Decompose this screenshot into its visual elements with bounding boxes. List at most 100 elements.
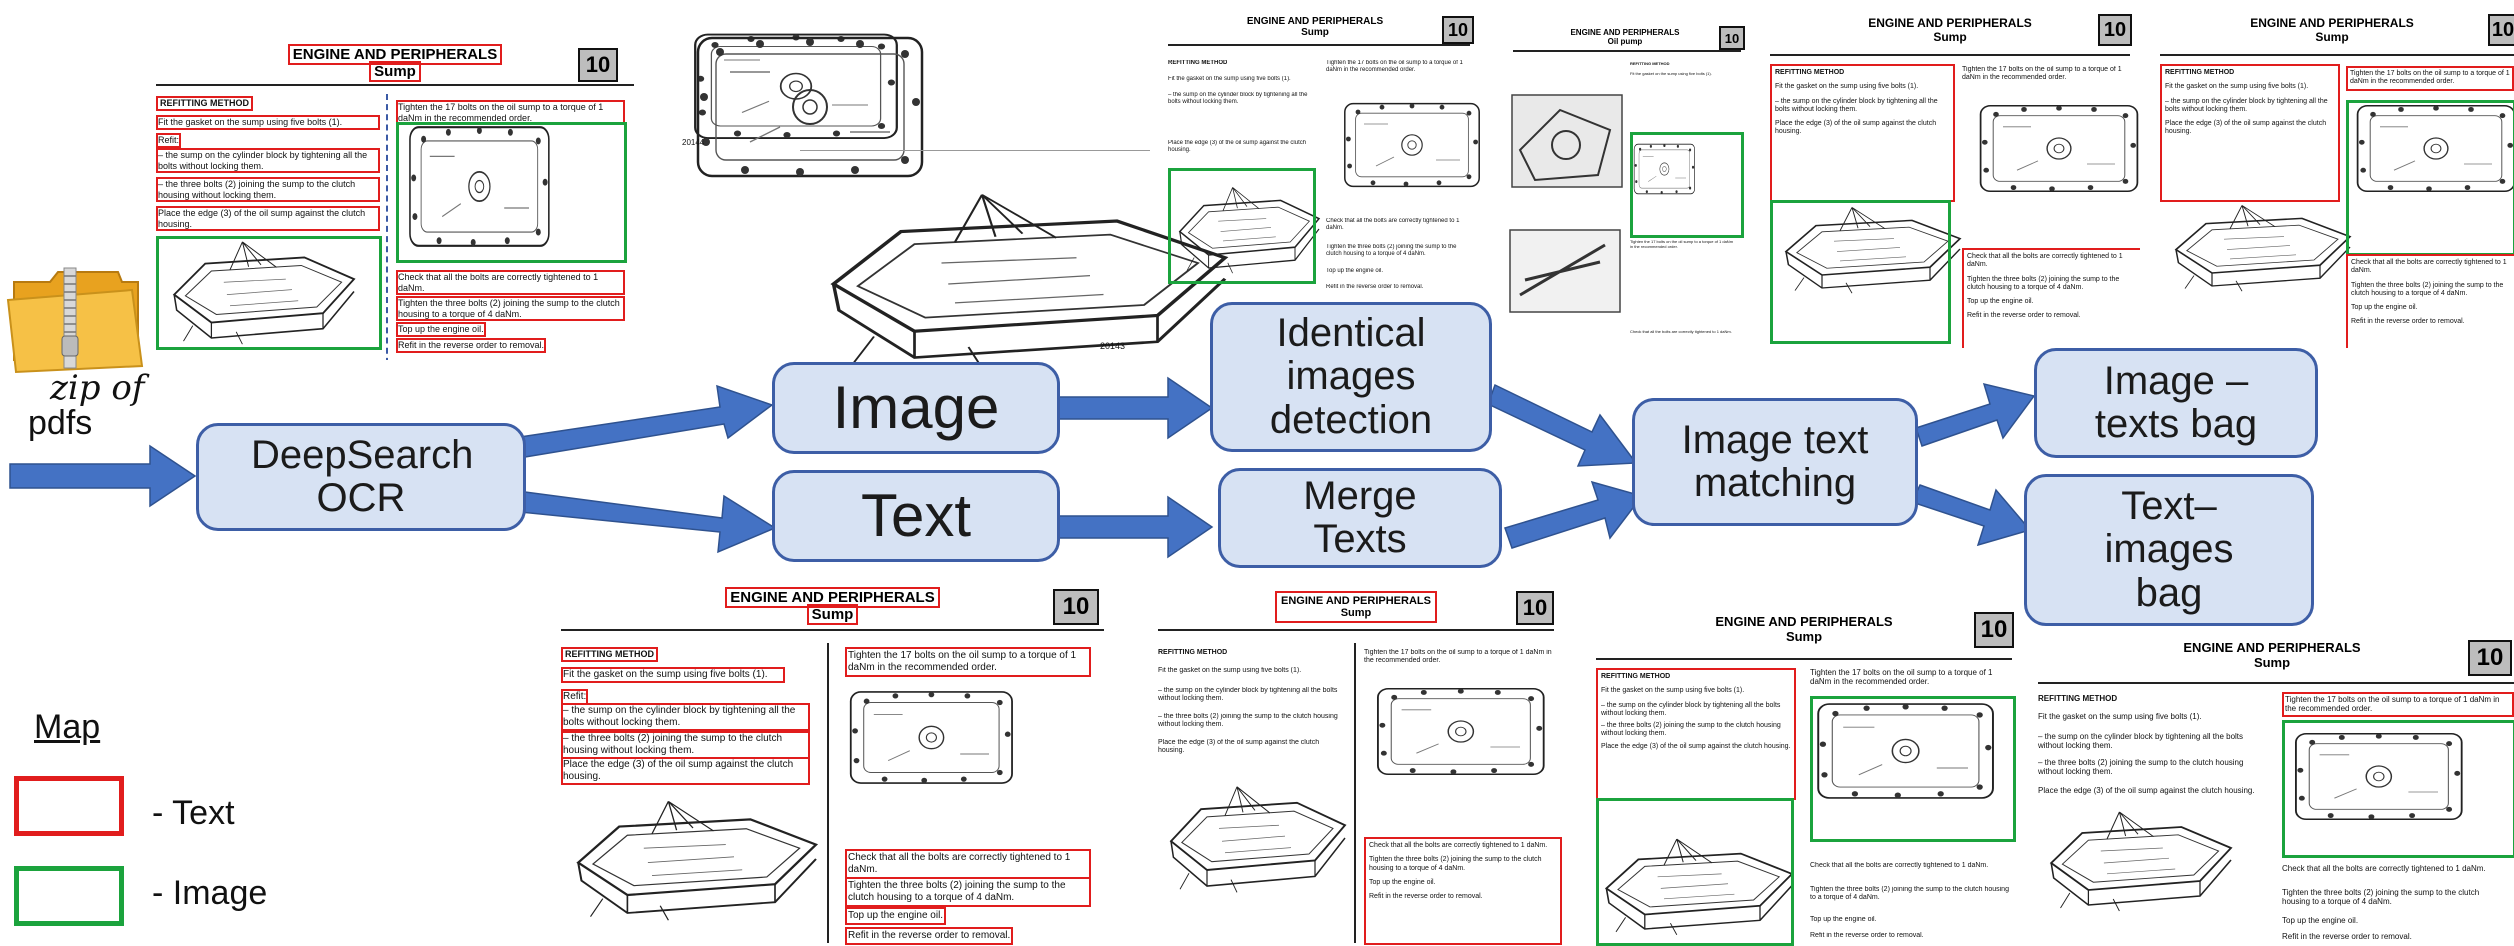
text-method: REFITTING METHOD <box>1168 60 1228 66</box>
text-method-block: REFITTING METHOD Fit the gasket on the s… <box>1770 64 1955 202</box>
text-fit: Fit the gasket on the sump using five bo… <box>1168 76 1291 82</box>
node-image-text-matching: Image text matching <box>1632 398 1918 526</box>
text-check: Check that all the bolts are correctly t… <box>396 270 625 296</box>
text-fit: Fit the gasket on the sump using five bo… <box>1630 72 1712 76</box>
image-region <box>1168 168 1316 284</box>
node-text: Text <box>772 470 1060 562</box>
text-place: Place the edge (3) of the oil sump again… <box>2165 120 2327 136</box>
text-topup: Top up the engine oil. <box>1810 916 1877 923</box>
node-merge-texts: Merge Texts <box>1218 468 1502 568</box>
text-reverse: Refit in the reverse order to removal. <box>1810 932 1924 939</box>
text-place: Place the edge (3) of the oil sump again… <box>561 757 810 785</box>
text-fit: Fit the gasket on the sump using five bo… <box>156 115 380 130</box>
node-text-images-bag: Text– images bag <box>2024 474 2314 626</box>
text-check-block: Check that all the bolts are correctly t… <box>2346 254 2514 348</box>
page-preview-3: ENGINE AND PERIPHERALS Sump 10 REFITTING… <box>1760 8 2140 348</box>
page-header: ENGINE AND PERIPHERALS <box>1868 16 2032 30</box>
page-header: ENGINE AND PERIPHERALS <box>725 587 940 608</box>
page-number: 10 <box>2488 14 2514 46</box>
text-topup: Top up the engine oil. <box>1326 268 1384 274</box>
page-subheader: Sump <box>806 604 859 625</box>
legend-title: Map <box>34 708 101 746</box>
node-image: Image <box>772 362 1060 454</box>
page-rule <box>156 84 634 86</box>
text-refit: Refit: <box>156 133 182 148</box>
column-divider <box>1354 643 1356 943</box>
image-region <box>396 122 627 263</box>
figure-caption: 20143 <box>1100 341 1126 351</box>
page-preview-5: ENGINE AND PERIPHERALS Sump 10 REFITTING… <box>555 585 1110 946</box>
page-number: 10 <box>578 48 618 82</box>
text-fit: Fit the gasket on the sump using five bo… <box>1158 667 1302 674</box>
image-region <box>1596 798 1794 946</box>
text-place: Place the edge (3) of the oil sump again… <box>1158 739 1320 755</box>
page-rule <box>1596 658 2012 660</box>
node-text-label: Text <box>860 481 972 549</box>
text-check: Check that all the bolts are correctly t… <box>1967 253 2123 269</box>
page-rule <box>561 629 1104 631</box>
text-refit-a: – the sump on the cylinder block by tigh… <box>2038 732 2244 751</box>
text-refit-a: – the sump on the cylinder block by tigh… <box>561 703 810 731</box>
text-tighten3: Tighten the three bolts (2) joining the … <box>396 296 625 322</box>
text-reverse: Refit in the reverse order to removal. <box>396 338 547 353</box>
image-region <box>1810 696 2016 842</box>
text-reverse: Refit in the reverse order to removal. <box>1369 893 1483 900</box>
page-preview-2: ENGINE AND PERIPHERALS Sump 10 REFITTING… <box>1150 8 1480 298</box>
text-tighten17: Tighten the 17 bolts on the oil sump to … <box>845 647 1091 677</box>
legend-image-label: - Image <box>152 874 268 912</box>
text-place: Place the edge (3) of the oil sump again… <box>1168 140 1307 154</box>
text-tighten17: Tighten the 17 bolts on the oil sump to … <box>1364 649 1552 665</box>
image-region <box>1630 132 1744 238</box>
text-check-block: Check that all the bolts are correctly t… <box>1962 248 2140 348</box>
node-identical-images-detection-label: Identical images detection <box>1269 311 1433 442</box>
text-refit-a: – the sump on the cylinder block by tigh… <box>1775 97 1938 113</box>
text-reverse: Refit in the reverse order to removal. <box>2351 318 2465 326</box>
text-tighten17: Tighten the 17 bolts on the oil sump to … <box>1326 60 1463 74</box>
text-reverse: Refit in the reverse order to removal. <box>1326 284 1424 290</box>
page-subheader: Sump <box>1301 27 1329 38</box>
text-tighten3: Tighten the three bolts (2) joining the … <box>845 877 1091 907</box>
node-image-texts-bag-label: Image – texts bag <box>2094 358 2258 446</box>
text-tighten3: Tighten the three bolts (2) joining the … <box>1369 856 1542 872</box>
node-text-images-bag-label: Text– images bag <box>2104 484 2234 615</box>
text-tighten17: Tighten the 17 bolts on the oil sump to … <box>2346 66 2514 91</box>
image-region <box>2282 720 2514 858</box>
node-deepsearch-ocr-label: DeepSearch OCR <box>251 432 474 520</box>
image-region <box>156 236 382 350</box>
text-method: REFITTING METHOD <box>1601 673 1671 680</box>
zip-folder-icon <box>6 267 144 374</box>
text-check: Check that all the bolts are correctly t… <box>1810 862 1989 869</box>
text-check: Check that all the bolts are correctly t… <box>1369 842 1548 849</box>
page-number: 10 <box>1442 16 1474 44</box>
text-place: Place the edge (3) of the oil sump again… <box>1601 742 1791 750</box>
text-refit-a: – the sump on the cylinder block by tigh… <box>1158 687 1338 703</box>
text-topup: Top up the engine oil. <box>2282 916 2359 925</box>
text-fit: Fit the gasket on the sump using five bo… <box>1775 83 1919 91</box>
input-label: zip of pdfs <box>28 368 144 443</box>
text-method: REFITTING METHOD <box>1630 62 1670 66</box>
page-number: 10 <box>1974 612 2014 648</box>
text-tighten3: Tighten the three bolts (2) joining the … <box>1967 275 2120 291</box>
page-preview-figure-large: 20143 <box>800 150 1150 356</box>
text-reverse: Refit in the reverse order to removal. <box>2282 932 2412 941</box>
page-subheader: Sump <box>1785 629 1823 644</box>
text-reverse: Refit in the reverse order to removal. <box>845 927 1014 945</box>
page-header: ENGINE AND PERIPHERALS <box>287 44 503 65</box>
node-image-texts-bag: Image – texts bag <box>2034 348 2318 458</box>
text-fit: Fit the gasket on the sump using five bo… <box>1601 687 1745 695</box>
page-rule <box>1770 54 2130 56</box>
node-identical-images-detection: Identical images detection <box>1210 302 1492 452</box>
text-check-block: Check that all the bolts are correctly t… <box>1364 837 1562 945</box>
text-method-block: REFITTING METHOD Fit the gasket on the s… <box>2160 64 2340 202</box>
text-method: REFITTING METHOD <box>2038 694 2118 703</box>
text-topup: Top up the engine oil. <box>1369 878 1436 886</box>
input-label-line2: pdfs <box>28 404 93 442</box>
page-preview-7: ENGINE AND PERIPHERALS Sump 10 REFITTING… <box>1588 606 2020 946</box>
node-deepsearch-ocr: DeepSearch OCR <box>196 423 526 531</box>
text-fit: Fit the gasket on the sump using five bo… <box>561 667 785 683</box>
text-check: Check that all the bolts are correctly t… <box>2351 259 2507 275</box>
page-subheader: Sump <box>369 61 421 82</box>
text-topup: Top up the engine oil. <box>2351 304 2418 311</box>
text-method: REFITTING METHOD <box>156 96 253 111</box>
page-preview-oil-pump: ENGINE AND PERIPHERALS Oil pump 10 REFIT… <box>1505 20 1745 360</box>
